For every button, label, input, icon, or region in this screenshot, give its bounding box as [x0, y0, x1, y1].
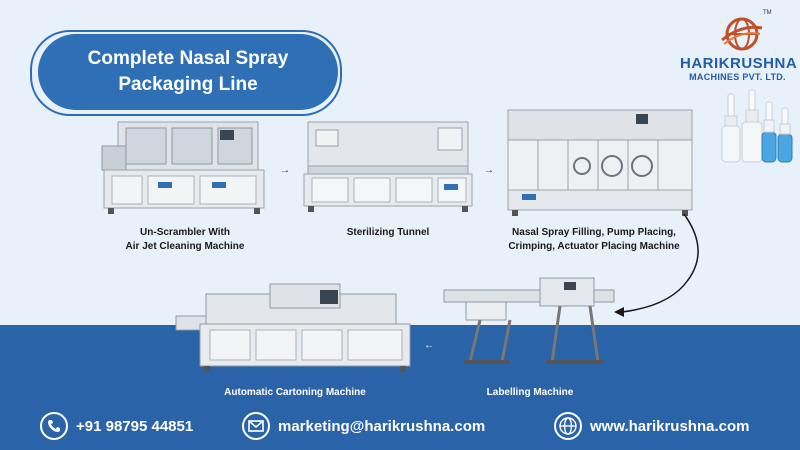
- machine-label-cartoning: Automatic Cartoning Machine: [190, 386, 400, 400]
- brand-name: HARIKRUSHNA: [680, 55, 798, 72]
- flow-arrow-1: →: [280, 165, 290, 176]
- website-url: www.harikrushna.com: [590, 417, 750, 435]
- cartoning-machine-image: [175, 283, 411, 372]
- flow-arrow-4: ←: [424, 340, 434, 351]
- title-line-2: Packaging Line: [118, 74, 258, 95]
- machine-label-unscrambler: Un-Scrambler With Air Jet Cleaning Machi…: [100, 226, 270, 254]
- trademark: TM: [763, 10, 772, 16]
- label-line: Automatic Cartoning Machine: [224, 387, 366, 398]
- brand-subtitle: MACHINES PVT. LTD.: [689, 72, 786, 82]
- flow-arrow-2: →: [484, 165, 494, 176]
- contact-website[interactable]: www.harikrushna.com: [554, 412, 750, 440]
- phone-icon: [40, 412, 68, 440]
- contact-email[interactable]: marketing@harikrushna.com: [242, 412, 485, 440]
- label-line: Crimping, Actuator Placing Machine: [508, 241, 680, 252]
- label-line: Nasal Spray Filling, Pump Placing,: [512, 227, 676, 238]
- footer-band: [0, 405, 800, 450]
- title-outline: [30, 30, 342, 116]
- mail-icon: [242, 412, 270, 440]
- label-line: Labelling Machine: [486, 387, 574, 398]
- label-line: Sterilizing Tunnel: [346, 227, 430, 238]
- title-line-1: Complete Nasal Spray: [87, 48, 289, 69]
- filling-machine-image: [507, 109, 693, 216]
- label-line: Air Jet Cleaning Machine: [125, 241, 245, 252]
- machine-label-sterilizing-tunnel: Sterilizing Tunnel: [300, 226, 476, 240]
- email-address: marketing@harikrushna.com: [278, 417, 486, 435]
- unscrambler-machine-image: [101, 121, 265, 214]
- brand-logo-icon: [721, 17, 763, 51]
- nasal-spray-bottles-image: [721, 89, 793, 163]
- flow-arrow-3: [614, 213, 699, 317]
- page-title: Complete Nasal Spray Packaging Line: [38, 34, 338, 110]
- phone-number: +91 98795 44851: [76, 417, 194, 435]
- label-line: Un-Scrambler With: [140, 227, 230, 238]
- labelling-machine-image: [443, 277, 615, 364]
- globe-icon: [554, 412, 582, 440]
- contact-phone[interactable]: +91 98795 44851: [40, 412, 193, 440]
- machine-label-filling: Nasal Spray Filling, Pump Placing, Crimp…: [494, 226, 694, 254]
- sterilizing-tunnel-image: [303, 121, 473, 212]
- machine-label-labelling: Labelling Machine: [440, 386, 620, 400]
